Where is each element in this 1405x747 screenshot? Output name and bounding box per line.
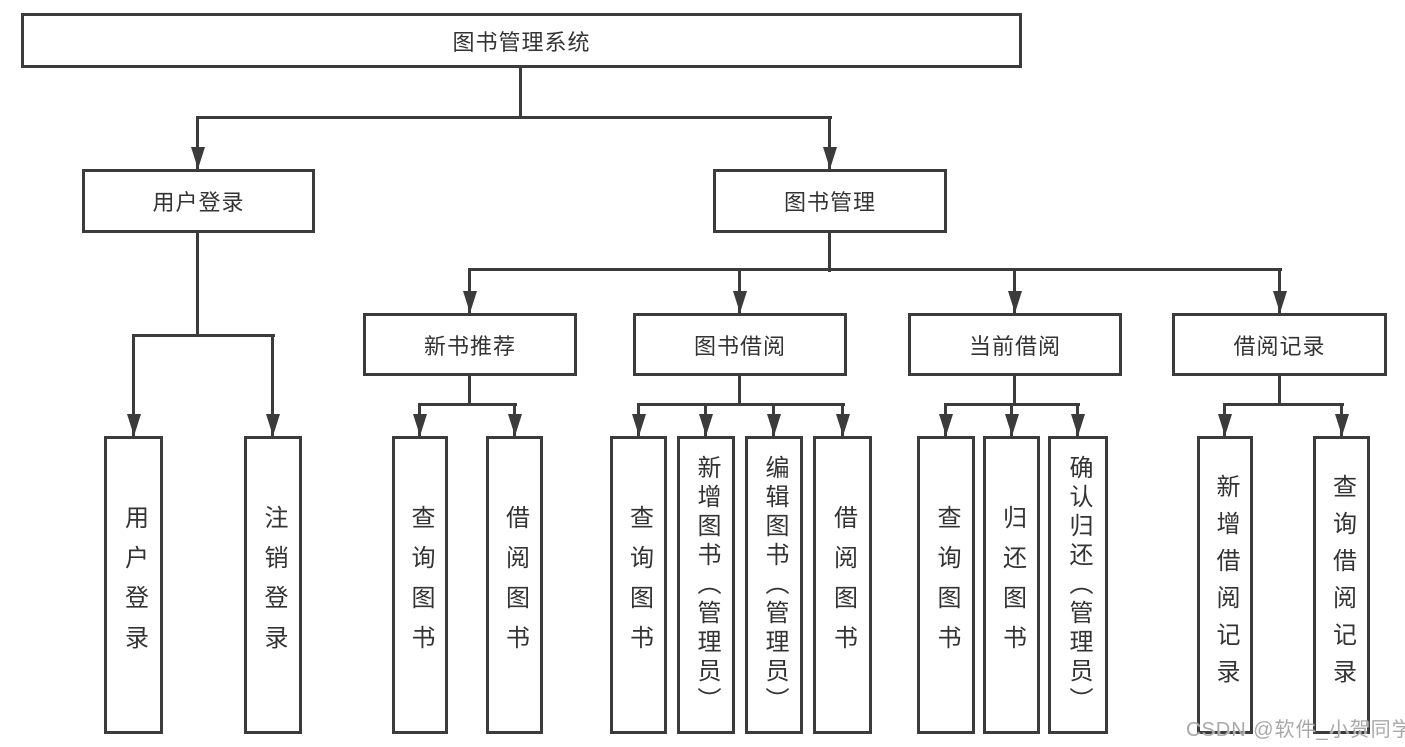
node-book-management: 图书管理 (713, 169, 947, 233)
arrow-down (1278, 269, 1281, 313)
node-label: 确认归还（管理员） (1065, 454, 1092, 716)
arrow-down (513, 404, 516, 436)
connector-line (196, 116, 832, 119)
arrow-down (841, 404, 844, 436)
arrow-down (418, 404, 421, 436)
node-label: 借阅图书 (829, 505, 857, 665)
leaf-edit-books-admin: 编辑图书（管理员） (745, 436, 803, 734)
node-label: 用户登录 (120, 505, 148, 665)
arrow-down (772, 404, 775, 436)
leaf-add-books-admin: 新增图书（管理员） (677, 436, 735, 734)
connector-line (132, 334, 275, 337)
node-label: 归还图书 (998, 505, 1026, 665)
connector-line (1278, 376, 1281, 406)
node-new-book-recommend: 新书推荐 (363, 313, 577, 376)
arrow-down (271, 335, 274, 436)
arrow-down (132, 335, 135, 436)
arrow-down (637, 404, 640, 436)
arrow-down (1223, 404, 1226, 436)
node-label: 借阅图书 (501, 505, 529, 665)
arrow-down (738, 269, 741, 313)
leaf-borrow-query-books: 查询图书 (610, 436, 667, 734)
connector-line (1013, 376, 1016, 406)
connector-line (418, 403, 517, 406)
arrow-down (1013, 269, 1016, 313)
node-user-login: 用户登录 (82, 169, 315, 233)
node-label: 注销登录 (260, 505, 287, 665)
connector-line (738, 376, 741, 406)
arrow-down (196, 117, 199, 169)
node-borrow-records: 借阅记录 (1172, 313, 1387, 376)
csdn-watermark: CSDN @软件_小贺同学 (1186, 719, 1405, 741)
leaf-borrow-books: 借阅图书 (813, 436, 872, 734)
leaf-user-login: 用户登录 (104, 436, 163, 734)
leaf-logout: 注销登录 (244, 436, 302, 734)
node-label: 查询图书 (407, 505, 434, 665)
node-book-borrow: 图书借阅 (633, 313, 847, 376)
leaf-recommend-borrow-books: 借阅图书 (486, 436, 543, 734)
arrow-down (704, 404, 707, 436)
node-library-system: 图书管理系统 (21, 13, 1022, 68)
node-label: 查询图书 (933, 505, 960, 665)
arrow-down (944, 404, 947, 436)
connector-line (1223, 403, 1344, 406)
leaf-recommend-query-books: 查询图书 (392, 436, 448, 734)
arrow-down (1340, 404, 1343, 436)
connector-line (637, 403, 845, 406)
leaf-return-books: 归还图书 (983, 436, 1040, 734)
leaf-query-borrow-record: 查询借阅记录 (1313, 436, 1370, 734)
node-label: 新增图书（管理员） (693, 454, 720, 716)
node-label: 查询借阅记录 (1328, 474, 1356, 696)
connector-line (468, 376, 471, 406)
leaf-confirm-return-admin: 确认归还（管理员） (1048, 436, 1108, 734)
node-label: 编辑图书（管理员） (761, 454, 788, 716)
node-label: 查询图书 (625, 505, 653, 665)
leaf-current-query-books: 查询图书 (917, 436, 975, 734)
arrow-down (1076, 404, 1079, 436)
connector-line (519, 68, 522, 118)
arrow-down (1010, 404, 1013, 436)
connector-line (196, 233, 199, 336)
node-label: 新增借阅记录 (1212, 474, 1239, 696)
connector-line (828, 233, 831, 272)
arrow-down (468, 269, 471, 313)
leaf-add-borrow-record: 新增借阅记录 (1197, 436, 1253, 734)
node-current-borrow: 当前借阅 (908, 313, 1122, 376)
connector-line (468, 268, 1282, 271)
arrow-down (828, 117, 831, 169)
